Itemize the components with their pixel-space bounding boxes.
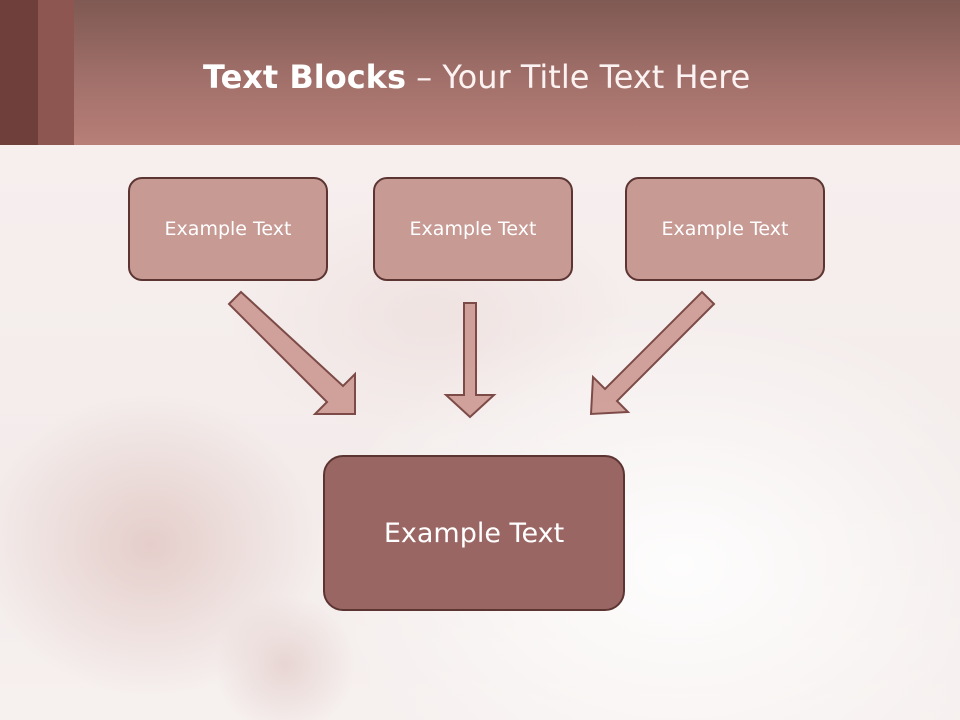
text-block-bottom[interactable]: Example Text (323, 455, 625, 611)
title-bar: Text Blocks – Your Title Text Here (0, 0, 960, 145)
accent-strip-light (38, 0, 74, 145)
title-rest: Your Title Text Here (442, 58, 751, 96)
text-block-top-right[interactable]: Example Text (625, 177, 825, 281)
text-block-top-left-label: Example Text (164, 218, 292, 240)
title-dash: – (406, 58, 443, 96)
text-block-bottom-label: Example Text (383, 517, 565, 549)
accent-strip-dark (0, 0, 38, 145)
slide-title: Text Blocks – Your Title Text Here (203, 55, 750, 99)
text-block-top-middle[interactable]: Example Text (373, 177, 573, 281)
text-block-top-right-label: Example Text (661, 218, 789, 240)
text-block-top-left[interactable]: Example Text (128, 177, 328, 281)
title-bold: Text Blocks (203, 58, 406, 96)
text-block-top-middle-label: Example Text (409, 218, 537, 240)
